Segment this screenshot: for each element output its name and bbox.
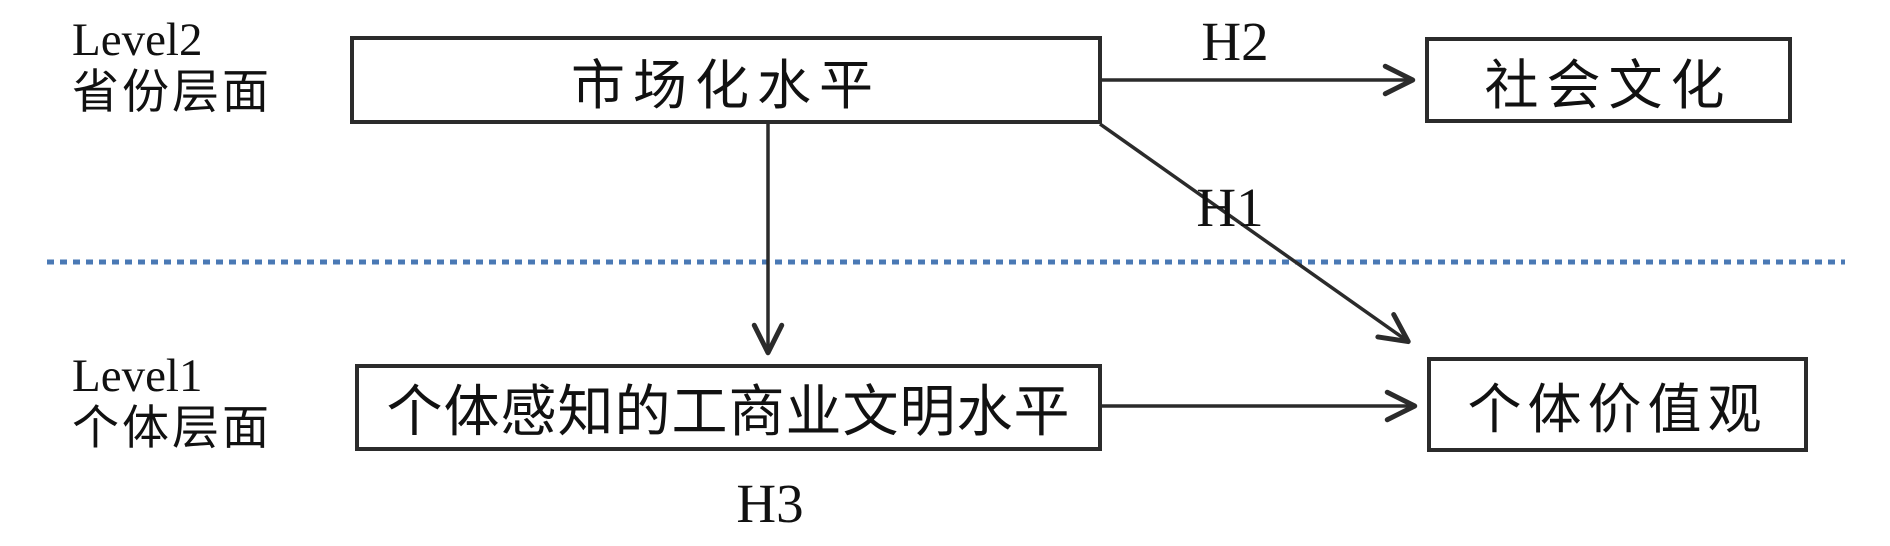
node-marketization-label: 市场化水平 [571, 55, 881, 116]
node-perceived-business-civilization-label: 个体感知的工商业文明水平 [386, 382, 1071, 444]
level2-label-line2: 省份层面 [72, 66, 272, 119]
level2-label: Level2 省份层面 [72, 14, 272, 119]
hypothesis-h1-label: H1 [1196, 177, 1264, 238]
level2-label-line1: Level2 [72, 14, 203, 66]
hypothesis-h3-label: H3 [736, 473, 804, 534]
node-perceived-business-civilization: 个体感知的工商业文明水平 [355, 364, 1102, 451]
level1-label: Level1 个体层面 [72, 350, 272, 455]
node-social-culture-label: 社会文化 [1484, 55, 1733, 116]
level1-label-line2: 个体层面 [72, 402, 272, 455]
level1-label-line1: Level1 [72, 350, 203, 402]
node-individual-values: 个体价值观 [1427, 357, 1808, 452]
node-social-culture: 社会文化 [1425, 37, 1792, 123]
hypothesis-h2-label: H2 [1201, 11, 1269, 72]
arrow-h1 [1098, 122, 1411, 345]
node-marketization: 市场化水平 [350, 36, 1102, 124]
node-individual-values-label: 个体价值观 [1467, 380, 1768, 440]
